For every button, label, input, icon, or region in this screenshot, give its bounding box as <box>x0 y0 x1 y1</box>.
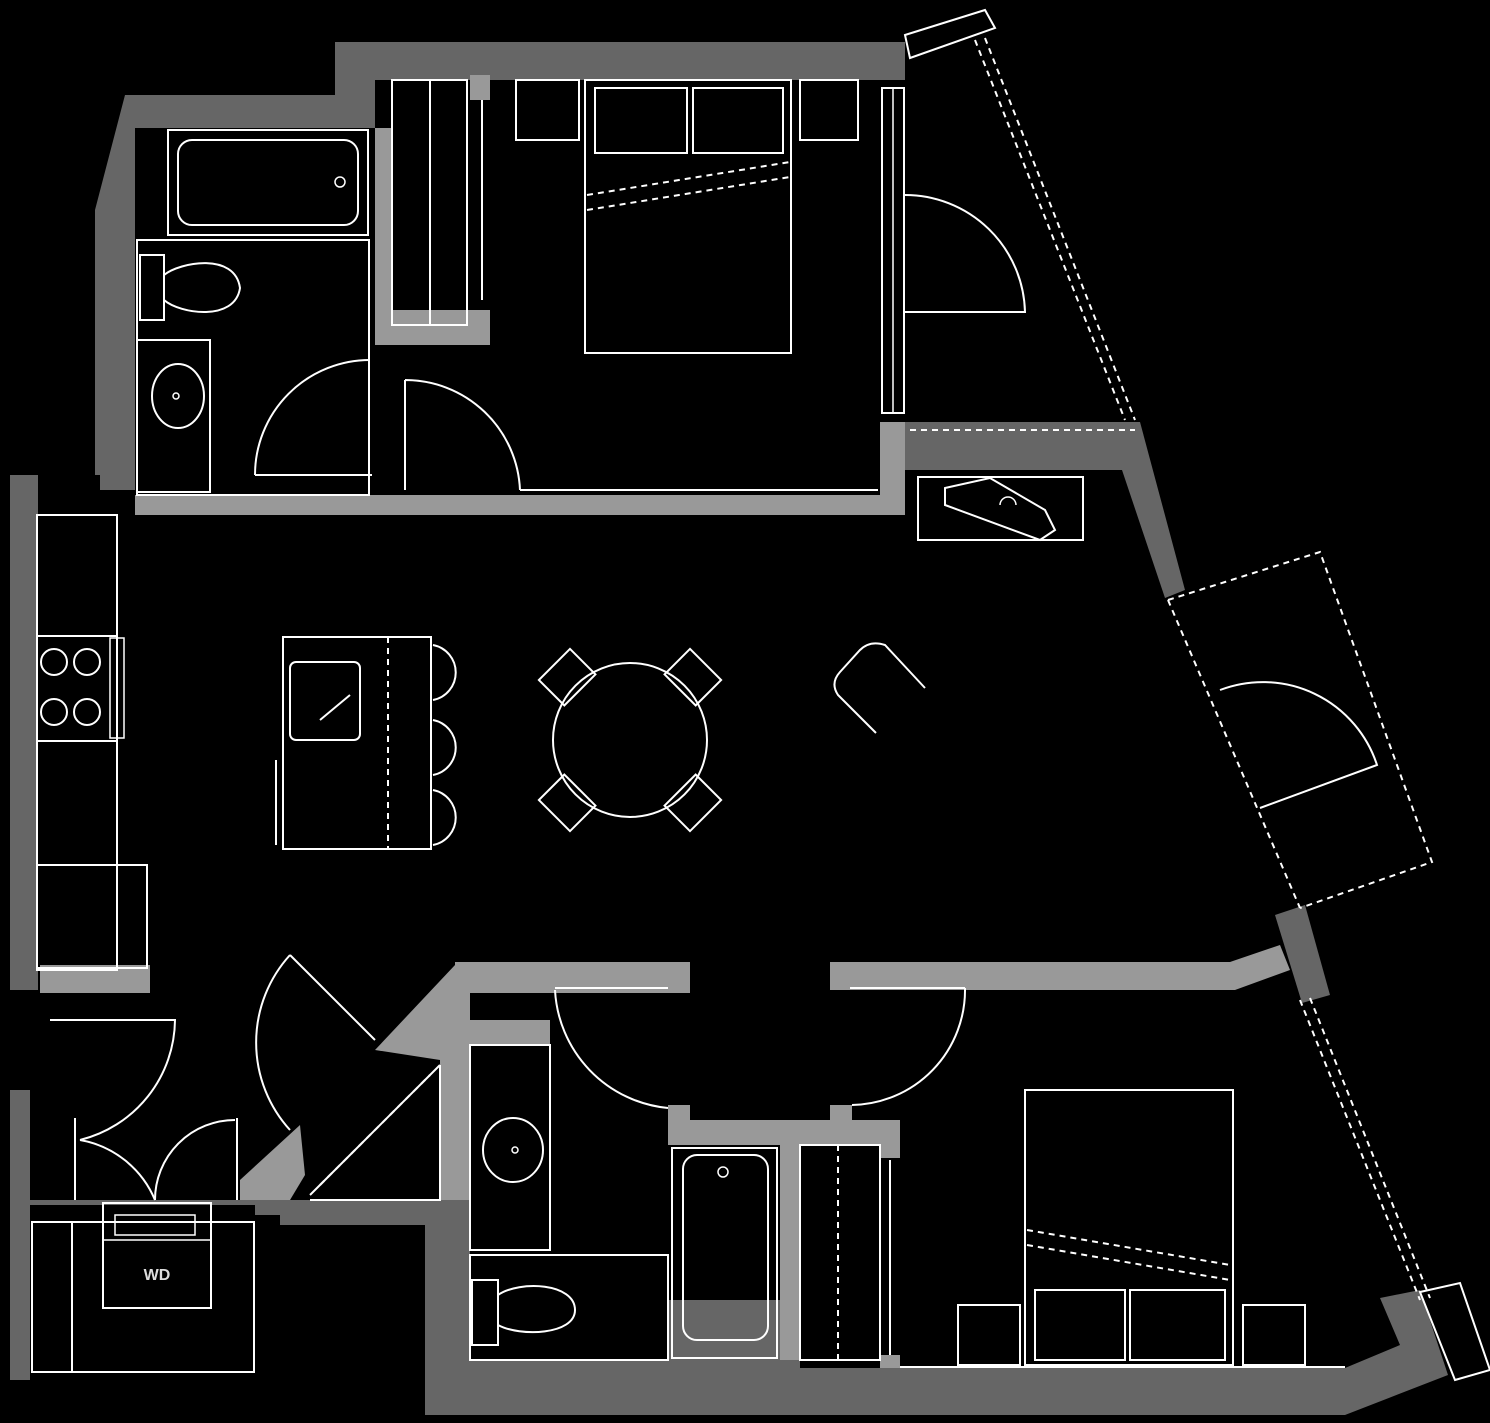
bar-stool-icon <box>432 719 457 776</box>
bedroom-1-door <box>404 378 521 491</box>
bifold-door-left <box>79 1139 156 1201</box>
bifold-door-right <box>154 1119 236 1201</box>
balcony-door-swing <box>1219 681 1379 809</box>
chair-icon <box>537 647 597 707</box>
tub-drain-icon <box>334 176 346 188</box>
closet-outline <box>799 1144 881 1361</box>
entry <box>255 954 441 1201</box>
range-controls <box>109 637 125 739</box>
bedroom-2-door-swing <box>851 987 967 1106</box>
nightstand-left <box>957 1304 1021 1366</box>
balcony-1 <box>881 8 1136 431</box>
fireplace-unit <box>917 476 1084 542</box>
bed-blanket-fold <box>586 161 791 211</box>
bathtub-basin <box>682 1154 769 1341</box>
bath-2 <box>469 987 778 1361</box>
balcony-railing <box>1167 550 1434 909</box>
bar-stool-icon <box>432 644 457 701</box>
laundry: WD <box>31 1019 255 1373</box>
bedroom-1-closet <box>391 79 483 326</box>
interior-walls <box>40 75 1290 1368</box>
railing-diagonal <box>974 37 1136 421</box>
burner-icon <box>40 698 68 726</box>
sink-drain-icon <box>172 392 180 400</box>
burner-icon <box>73 698 101 726</box>
burner-icon <box>40 648 68 676</box>
sink-basin-icon <box>151 363 205 429</box>
flame-icon <box>999 496 1017 506</box>
laundry-door-swing <box>50 1019 177 1141</box>
cooktop-range <box>36 635 118 742</box>
washer-dryer <box>102 1202 212 1309</box>
bed-frame <box>584 79 792 354</box>
kitchen <box>36 514 457 971</box>
balcony-window-wall <box>1167 599 1301 909</box>
vanity-counter <box>136 339 211 493</box>
railing-top <box>903 8 997 60</box>
balcony-2 <box>1167 550 1490 1382</box>
faucet-icon <box>319 694 351 721</box>
entry-door-swing <box>255 954 376 1131</box>
refrigerator <box>36 864 148 969</box>
bath-2-floor <box>469 1254 669 1361</box>
bath-2-door-swing <box>554 989 669 1109</box>
pillow-right <box>692 87 784 154</box>
toilet-tank <box>471 1279 499 1346</box>
bedroom-1 <box>404 79 878 491</box>
bed-blanket-fold <box>1026 1229 1231 1281</box>
fireplace-box <box>917 476 1084 541</box>
fireplace-icon <box>944 476 1057 542</box>
chair-icon <box>663 647 723 707</box>
exterior-walls <box>10 42 1448 1415</box>
toilet-bowl-icon <box>163 262 242 313</box>
kitchen-counter <box>36 514 118 971</box>
island-sink <box>289 661 361 741</box>
burner-icon <box>73 648 101 676</box>
nightstand-right <box>1242 1304 1306 1366</box>
entry-closet-door <box>319 1074 431 1186</box>
nightstand-right <box>799 79 859 141</box>
bath-1 <box>136 129 372 496</box>
vanity-counter <box>469 1044 551 1251</box>
chair-icon <box>663 773 723 833</box>
washer-dryer-label: WD <box>144 1267 171 1284</box>
toilet-bowl-icon <box>497 1285 577 1334</box>
bathtub-outline <box>671 1147 778 1359</box>
round-dining-table <box>552 662 708 818</box>
chair-icon <box>537 773 597 833</box>
railing-corner <box>1418 1281 1490 1382</box>
toilet-tank <box>139 254 165 321</box>
pillow-right <box>1129 1289 1226 1361</box>
pillow-left <box>594 87 688 154</box>
laundry-floor <box>31 1221 255 1373</box>
balcony-door-swing <box>904 194 1027 313</box>
lounge-chair-icon <box>833 642 926 734</box>
tub-drain-icon <box>717 1166 729 1178</box>
bar-stool-icon <box>432 789 457 846</box>
bathtub-outline <box>167 129 369 236</box>
bedroom-2 <box>799 987 1345 1368</box>
sink-drain-icon <box>511 1146 519 1154</box>
window-wall-bedroom-2 <box>1299 999 1421 1301</box>
pillow-left <box>1034 1289 1126 1361</box>
kitchen-island <box>282 636 432 850</box>
door-swing-arc <box>254 359 371 476</box>
nightstand-left <box>515 79 580 141</box>
bath-1-floor <box>136 239 370 496</box>
washer-dryer-lid <box>114 1214 196 1236</box>
window-wall-bedroom-2-inner <box>1309 997 1431 1299</box>
entry-closet <box>309 1064 441 1201</box>
sink-basin-icon <box>482 1117 544 1183</box>
bathtub-basin <box>177 139 359 226</box>
bed-frame <box>1024 1089 1234 1366</box>
dining-area <box>537 642 926 833</box>
